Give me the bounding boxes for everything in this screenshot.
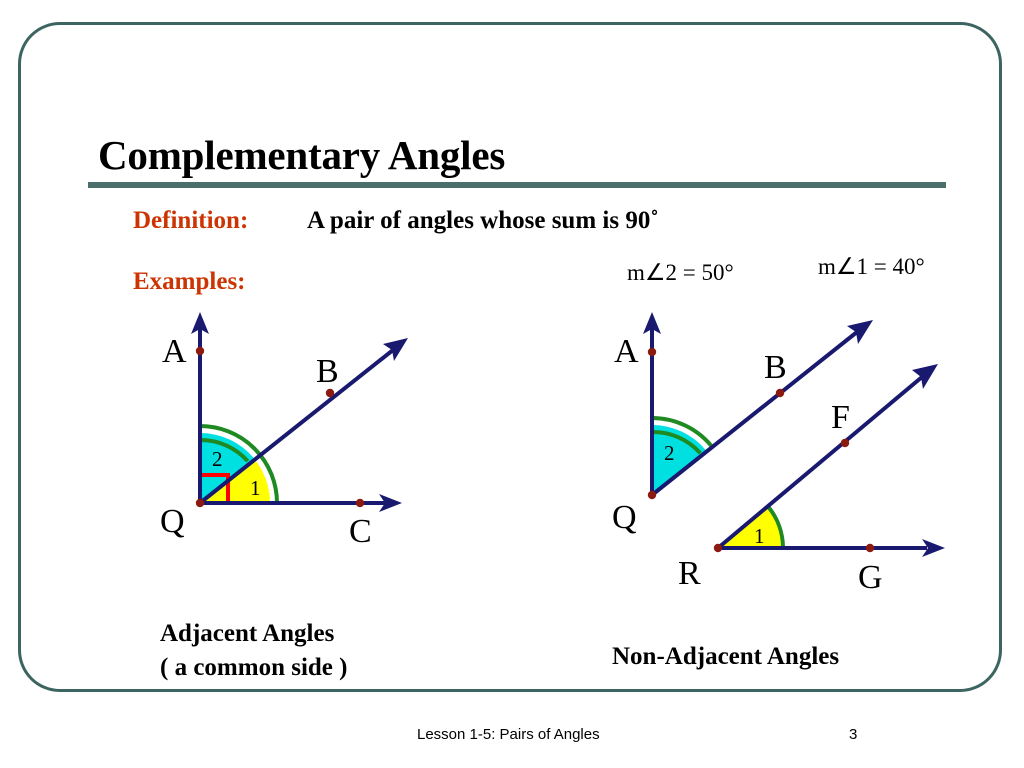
footer-lesson-title: Lesson 1-5: Pairs of Angles [417,726,600,743]
footer-page-number: 3 [849,726,858,743]
angle-2-cyan-sector [652,425,706,495]
label-point-c: C [349,513,372,550]
page-title: Complementary Angles [98,132,506,178]
label-vertex-r: R [678,555,701,592]
label-vertex-q: Q [612,499,637,536]
slide-frame [18,22,1002,692]
ray-rg-arrowhead [922,539,945,557]
ray-qa-arrowhead [643,312,661,334]
angle-1-measure: m∠1 = 40° [818,254,925,279]
label-point-f: F [831,399,850,436]
caption-adjacent-angles: Adjacent Angles ( a common side ) [160,617,347,685]
angle-2-outer-green-arc [651,416,713,447]
angle-inner-green-arc [199,437,250,463]
label-point-b: B [764,349,787,386]
title-divider [88,182,946,188]
angle-1-yellow-sector [200,458,270,503]
angle-1-number: 1 [250,476,261,500]
point-marker-a [195,346,205,356]
ray-rf-arrowhead [912,364,938,389]
definition-label: Definition: [133,207,249,234]
angle-1-yellow-sector [718,506,783,548]
angle-2-cyan-sector [200,433,254,503]
label-point-a: A [162,333,187,370]
angle-2-measure: m∠2 = 50° [627,260,734,285]
ray-qb [650,330,859,497]
caption-non-adjacent-angles: Non-Adjacent Angles [612,643,840,670]
definition-text: A pair of angles whose sum is 90˚ [307,207,659,234]
ray-qb-arrowhead [847,320,873,344]
angle-2-number: 2 [212,447,223,471]
ray-qb-arrowhead [383,338,408,361]
point-marker-g [865,543,875,553]
right-angle-marker [200,473,230,503]
label-point-a: A [614,333,639,370]
ray-qa-arrowhead [191,312,209,334]
angle-2-number: 2 [664,441,675,465]
ray-qc-arrowhead [379,494,402,512]
label-vertex-q: Q [160,503,185,540]
caption-left-line1: Adjacent Angles [160,620,335,647]
ray-rf [716,375,924,550]
angle-1-number: 1 [754,524,765,548]
point-marker-c [355,498,365,508]
diagram-adjacent-angles: A B C Q 1 2 [160,312,408,550]
ray-qb [198,348,395,505]
point-marker-q [647,490,657,500]
examples-label: Examples: [133,268,246,295]
angle-outer-green-arc [199,424,279,504]
point-marker-b [325,388,335,398]
point-marker-f [840,438,850,448]
point-marker-a [647,347,657,357]
diagram-non-adjacent-angles: A B Q 2 R F G 1 [612,312,945,596]
angle-2-inner-green-arc [651,429,702,455]
point-marker-b [775,388,785,398]
caption-left-line2: ( a common side ) [160,654,348,681]
label-point-g: G [858,559,883,596]
point-marker-q [195,498,205,508]
point-marker-r [713,543,723,553]
angle-1-green-arc [766,504,785,549]
label-point-b: B [316,353,339,390]
